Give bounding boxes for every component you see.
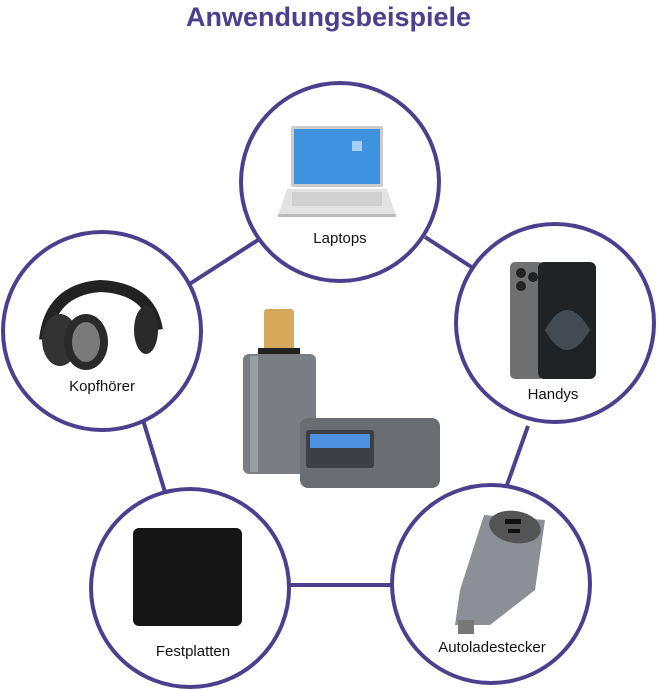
- smartphone-icon: [510, 262, 596, 379]
- item-label-kopfhoerer: Kopfhörer: [69, 378, 135, 395]
- item-label-laptops: Laptops: [313, 230, 367, 247]
- connector-line: [141, 419, 167, 493]
- headphones-icon: [39, 279, 163, 370]
- connector-line: [423, 235, 475, 270]
- laptop-icon: [278, 126, 396, 217]
- hard-drive-icon: [133, 528, 242, 626]
- usb-adapter-image: [243, 309, 440, 488]
- page-title: Anwendungsbeispiele: [185, 2, 472, 32]
- item-label-autoladestecker: Autoladestecker: [438, 639, 546, 656]
- connector-line: [186, 238, 260, 287]
- connector-line: [505, 425, 530, 486]
- car-charger-icon: [455, 510, 545, 634]
- item-label-festplatten: Festplatten: [155, 643, 231, 660]
- item-label-handys: Handys: [527, 386, 579, 403]
